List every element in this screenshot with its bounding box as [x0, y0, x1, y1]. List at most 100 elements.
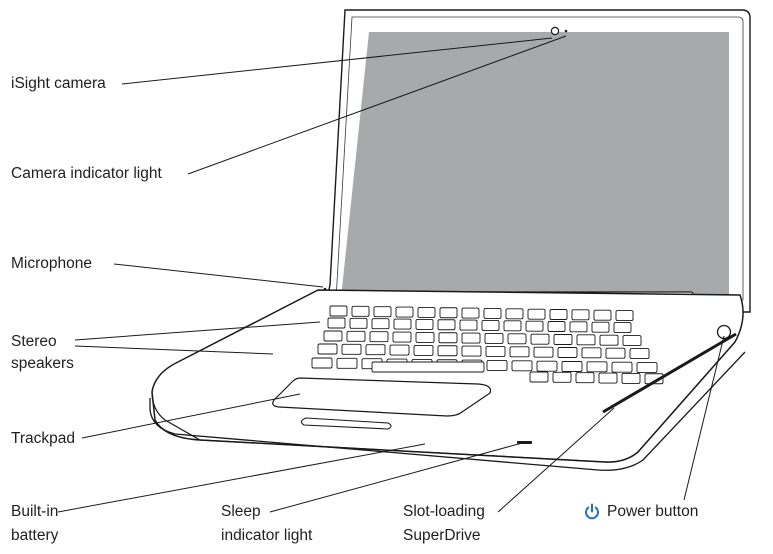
- latch: [300, 417, 392, 430]
- keyboard-key: [615, 310, 634, 321]
- keyboard-key: [461, 307, 480, 319]
- keyboard-key: [389, 344, 410, 356]
- label-microphone: Microphone: [11, 255, 92, 272]
- keyboard-key: [437, 319, 456, 331]
- callout-speaker-2: [74, 345, 274, 355]
- callout-superdrive: [497, 407, 615, 513]
- keyboard-key: [459, 319, 478, 331]
- keyboard-key: [575, 372, 595, 384]
- keyboard-key: [323, 330, 343, 342]
- keyboard-key: [485, 346, 506, 357]
- keyboard-key: [530, 333, 550, 345]
- keyboard-key: [536, 360, 558, 372]
- keyboard-key: [327, 317, 346, 329]
- keyboard-key: [395, 306, 414, 318]
- keyboard-key: [507, 333, 527, 345]
- label-superdrive-1: Slot-loading: [403, 503, 485, 520]
- keyboard-space-bar: [371, 361, 485, 373]
- label-trackpad: Trackpad: [11, 430, 76, 447]
- keyboard-key: [373, 306, 392, 318]
- keyboard-key: [591, 321, 610, 333]
- keyboard-key: [417, 306, 436, 318]
- keyboard-key: [365, 344, 386, 356]
- callout-camera-light: [187, 35, 567, 175]
- keyboard-key: [553, 334, 573, 345]
- keyboard-key: [593, 309, 612, 321]
- keyboard-key: [549, 309, 568, 320]
- keyboard-key: [341, 343, 362, 355]
- callout-trackpad: [81, 393, 301, 439]
- callout-lines: [57, 35, 725, 513]
- keyboard-key: [461, 332, 481, 344]
- keyboard-key: [525, 320, 544, 332]
- keyboard-key: [351, 305, 370, 317]
- keyboard-key: [611, 361, 633, 373]
- power-button-device: [716, 324, 732, 340]
- keyboard-key: [552, 371, 572, 383]
- keyboard-key: [509, 346, 530, 358]
- keyboard-key: [605, 347, 626, 359]
- label-camera-indicator-light: Camera indicator light: [11, 165, 162, 182]
- keyboard-key: [503, 320, 522, 332]
- keyboard-key: [438, 332, 458, 344]
- callout-isight: [121, 37, 553, 85]
- callout-microphone: [113, 263, 324, 288]
- keyboard-key: [586, 361, 608, 373]
- label-sleep-indicator-2: indicator light: [221, 527, 313, 544]
- label-builtin-battery-1: Built-in: [11, 503, 59, 520]
- keyboard-key: [415, 331, 435, 343]
- keyboard-key: [437, 345, 458, 357]
- keyboard: [311, 305, 664, 385]
- keyboard-key: [557, 347, 578, 358]
- keyboard-key: [621, 372, 641, 384]
- keyboard-key: [317, 343, 338, 355]
- keyboard-key: [636, 362, 658, 373]
- keyboard-key: [329, 305, 348, 317]
- keyboard-key: [439, 307, 458, 319]
- keyboard-key: [622, 335, 642, 346]
- keyboard-key: [527, 308, 546, 320]
- keyboard-key: [511, 360, 533, 372]
- keyboard-key: [533, 346, 554, 358]
- keyboard-key: [393, 318, 412, 330]
- power-icon: [585, 503, 599, 520]
- keyboard-key: [369, 331, 389, 343]
- keyboard-key: [484, 333, 504, 344]
- base-front-edge: [151, 341, 736, 463]
- keyboard-key: [571, 309, 590, 321]
- callout-speaker-1: [74, 321, 321, 341]
- callout-battery: [57, 443, 426, 513]
- callout-power: [683, 335, 725, 501]
- keyboard-key: [561, 361, 583, 372]
- keyboard-key: [413, 344, 434, 356]
- keyboard-key: [529, 371, 549, 383]
- keyboard-key: [346, 330, 366, 342]
- keyboard-key: [576, 334, 596, 346]
- keyboard-key: [481, 320, 500, 331]
- isight-camera-lens: [550, 26, 560, 36]
- label-stereo-speakers-2: speakers: [11, 355, 74, 372]
- keyboard-key: [311, 357, 333, 369]
- keyboard-key: [599, 334, 619, 346]
- superdrive-slot: [602, 332, 737, 414]
- power-button-callout: Power button: [583, 500, 698, 524]
- base-bottom-edge: [149, 351, 746, 471]
- callout-sleep: [269, 442, 523, 513]
- keyboard-key: [415, 318, 434, 330]
- keyboard-key: [486, 360, 508, 371]
- keyboard-key: [505, 308, 524, 320]
- keyboard-key: [613, 322, 632, 333]
- keyboard-key: [371, 318, 390, 330]
- keyboard-key: [598, 372, 618, 384]
- label-power-button: Power button: [607, 503, 699, 520]
- keyboard-key: [392, 331, 412, 343]
- keyboard-key: [461, 345, 482, 357]
- trackpad-pad: [272, 377, 492, 417]
- label-isight-camera: iSight camera: [11, 75, 106, 92]
- keyboard-key: [547, 321, 566, 332]
- display-screen: [341, 32, 729, 298]
- keyboard-key: [336, 357, 358, 369]
- keyboard-key: [483, 308, 502, 319]
